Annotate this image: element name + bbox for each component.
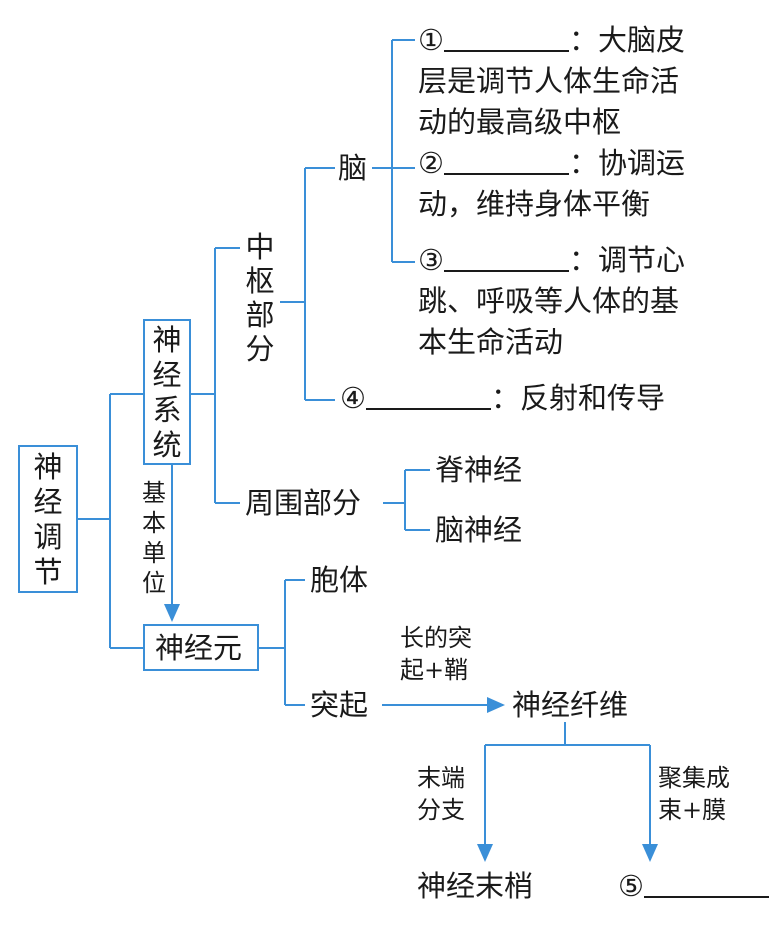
- bracket-fiber: [485, 722, 650, 746]
- item-4-blank[interactable]: [366, 378, 491, 410]
- item-5-blank[interactable]: [644, 866, 769, 898]
- bracket-neuron: [259, 579, 305, 706]
- item-3-number: ③: [418, 243, 444, 277]
- item-1-line-3: 动的最高级中枢: [418, 105, 622, 139]
- process-arrow-label-line-2: 起+鞘: [400, 656, 469, 684]
- item-5: ⑤: [618, 866, 769, 906]
- item-3: ③ ：调节心 跳、呼吸等人体的基 本生命活动: [418, 240, 685, 363]
- neuron-label: 神经元: [155, 631, 243, 665]
- item-1-text: ：大脑皮: [569, 23, 686, 57]
- item-2-number: ②: [418, 146, 444, 180]
- root-label: 神经调节: [33, 450, 63, 589]
- item-3-line-2: 跳、呼吸等人体的基: [418, 284, 680, 318]
- bracket-nervous-system: [191, 247, 240, 504]
- item-4-number: ④: [340, 381, 366, 415]
- spinal-nerve-label: 脊神经: [435, 453, 523, 487]
- brain-label: 脑: [338, 151, 368, 185]
- item-2-line-2: 动，维持身体平衡: [418, 187, 651, 221]
- bracket-peripheral: [383, 469, 430, 531]
- nervous-system-box: 神经系统: [143, 319, 191, 465]
- item-3-blank[interactable]: [444, 240, 569, 272]
- item-1-line-2: 层是调节人体生命活: [418, 64, 680, 98]
- item-2-blank[interactable]: [444, 143, 569, 175]
- cranial-nerve-label: 脑神经: [435, 513, 523, 547]
- item-1: ① ：大脑皮 层是调节人体生命活 动的最高级中枢: [418, 20, 685, 143]
- root-box: 神经调节: [18, 445, 78, 593]
- central-label: 中枢部分: [245, 230, 275, 366]
- nervous-system-label: 神经系统: [152, 323, 182, 462]
- item-1-number: ①: [418, 23, 444, 57]
- process-arrow-label: 长的突 起+鞘: [400, 622, 472, 686]
- item-4: ④ ：反射和传导: [340, 378, 665, 418]
- bracket-root: [78, 393, 143, 649]
- item-3-line-3: 本生命活动: [418, 325, 564, 359]
- nerve-ending-label: 神经末梢: [417, 869, 534, 903]
- item-2: ② ：协调运 动，维持身体平衡: [418, 143, 685, 225]
- item-1-blank[interactable]: [444, 20, 569, 52]
- left-arrow-label-line-2: 分支: [417, 796, 465, 824]
- peripheral-label: 周围部分: [245, 486, 362, 520]
- left-arrow-label-line-1: 末端: [417, 764, 465, 792]
- item-4-text: ：反射和传导: [491, 381, 666, 415]
- right-arrow-label-line-1: 聚集成: [658, 764, 730, 792]
- item-5-number: ⑤: [618, 869, 644, 903]
- left-arrow-label: 末端 分支: [417, 762, 465, 826]
- neuron-box: 神经元: [143, 624, 259, 671]
- bracket-central: [280, 167, 335, 401]
- item-3-text: ：调节心: [569, 243, 686, 277]
- right-arrow-label-line-2: 束+膜: [658, 796, 727, 824]
- nerve-fiber-label: 神经纤维: [512, 688, 629, 722]
- basic-unit-label: 基本单位: [142, 479, 166, 597]
- process-label: 突起: [310, 688, 369, 722]
- item-2-text: ：协调运: [569, 146, 686, 180]
- right-arrow-label: 聚集成 束+膜: [658, 762, 730, 826]
- cell-body-label: 胞体: [310, 563, 369, 597]
- process-arrow-label-line-1: 长的突: [400, 624, 472, 652]
- bracket-brain: [372, 39, 415, 263]
